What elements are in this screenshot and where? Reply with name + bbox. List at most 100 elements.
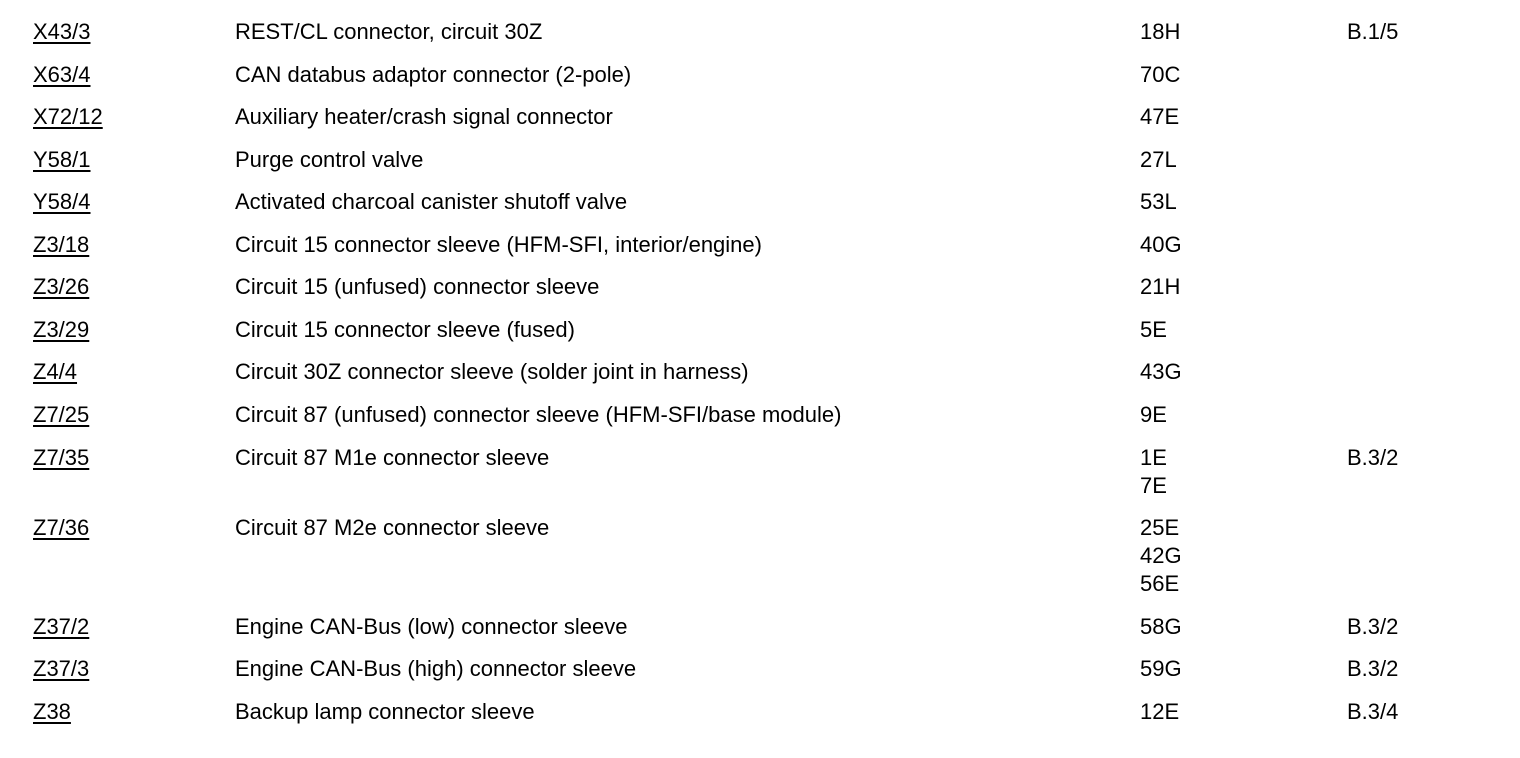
component-description: Purge control valve (235, 146, 424, 172)
grid-coordinate: 42G (1140, 542, 1182, 568)
grid-coordinate: 5E (1140, 316, 1167, 342)
component-code-link[interactable]: X72/12 (33, 104, 103, 129)
component-code-link[interactable]: Z7/25 (33, 401, 90, 427)
component-code-link[interactable]: Y58/1 (33, 146, 91, 172)
grid-coordinate: 1E (1140, 444, 1167, 470)
component-code-cell: Y58/4 (0, 188, 235, 216)
grid-coordinates-cell: 12E (1140, 698, 1347, 726)
component-code-cell: Z7/36 (0, 514, 235, 542)
component-code-cell: Z37/2 (0, 613, 235, 641)
component-code-cell: Z3/26 (0, 273, 235, 301)
component-code-link[interactable]: Z7/36 (33, 514, 90, 540)
diagram-reference: B.3/2 (1347, 656, 1399, 681)
diagram-reference: B.3/2 (1347, 444, 1399, 470)
grid-coordinate: 70C (1140, 61, 1181, 87)
component-description: Circuit 15 connector sleeve (fused) (235, 316, 575, 342)
grid-coordinates-cell: 53L (1140, 188, 1347, 216)
component-code-link[interactable]: Z3/18 (33, 231, 90, 257)
grid-coordinate: 56E (1140, 570, 1180, 596)
component-description: CAN databus adaptor connector (2-pole) (235, 61, 632, 87)
component-description: Activated charcoal canister shutoff valv… (235, 189, 628, 214)
component-description: Engine CAN-Bus (high) connector sleeve (235, 656, 637, 681)
grid-coordinate: 59G (1140, 656, 1182, 681)
component-code-link[interactable]: Z37/3 (33, 656, 90, 681)
grid-coordinate: 25E (1140, 514, 1180, 540)
component-code-link[interactable]: Y58/4 (33, 189, 91, 214)
legend-row: Z37/3 Engine CAN-Bus (high) connector sle… (0, 655, 1520, 698)
grid-coordinates-cell: 21H (1140, 273, 1347, 301)
component-code-cell: Z3/29 (0, 316, 235, 344)
diagram-reference: B.3/4 (1347, 698, 1399, 724)
grid-coordinate: 27L (1140, 146, 1177, 172)
grid-coordinate: 7E (1140, 472, 1167, 498)
component-code-cell: Z7/35 (0, 444, 235, 472)
component-description: Auxiliary heater/crash signal connector (235, 104, 613, 129)
grid-coordinate: 58G (1140, 613, 1182, 639)
grid-coordinates-cell: 9E (1140, 401, 1347, 429)
component-description: Circuit 87 M1e connector sleeve (235, 444, 550, 470)
legend-row: Y58/1 Purge control valve 27L (0, 146, 1520, 189)
component-code-link[interactable]: Z7/35 (33, 444, 90, 470)
grid-coordinate: 47E (1140, 104, 1180, 129)
diagram-reference: B.1/5 (1347, 19, 1399, 44)
legend-row: X63/4 CAN databus adaptor connector (2-po… (0, 61, 1520, 104)
component-description: Circuit 30Z connector sleeve (solder joi… (235, 359, 749, 384)
grid-coordinates-cell: 58G (1140, 613, 1347, 641)
component-description: Circuit 87 (unfused) connector sleeve (H… (235, 401, 842, 427)
component-code-cell: Z4/4 (0, 358, 235, 386)
legend-rows: X43/3 REST/CL connector, circuit 30Z 18H B.… (0, 18, 1520, 740)
grid-coordinates-cell: 59G (1140, 655, 1347, 683)
legend-row: Z38 Backup lamp connector sleeve 12E B.3/4 (0, 698, 1520, 741)
grid-coordinates-cell: 5E (1140, 316, 1347, 344)
legend-row: X72/12 Auxiliary heater/crash signal conn… (0, 103, 1520, 146)
component-code-cell: Z7/25 (0, 401, 235, 429)
legend-row: Z37/2 Engine CAN-Bus (low) connector slee… (0, 613, 1520, 656)
grid-coordinate: 18H (1140, 19, 1181, 44)
component-code-link[interactable]: Z3/26 (33, 274, 90, 299)
component-code-cell: Z37/3 (0, 655, 235, 683)
component-code-cell: X43/3 (0, 18, 235, 46)
grid-coordinates-cell: 18H (1140, 18, 1347, 46)
legend-row: Y58/4 Activated charcoal canister shutoff… (0, 188, 1520, 231)
grid-coordinates-cell: 43G (1140, 358, 1347, 386)
component-code-link[interactable]: X43/3 (33, 19, 91, 44)
legend-row: Z3/18 Circuit 15 connector sleeve (HFM-SF… (0, 231, 1520, 274)
legend-row: Z7/25 Circuit 87 (unfused) connector slee… (0, 401, 1520, 444)
grid-coordinates-cell: 70C (1140, 61, 1347, 89)
component-description: REST/CL connector, circuit 30Z (235, 19, 543, 44)
component-code-cell: X63/4 (0, 61, 235, 89)
component-code-link[interactable]: Z3/29 (33, 316, 90, 342)
diagram-reference: B.3/2 (1347, 613, 1399, 639)
legend-row: Z3/26 Circuit 15 (unfused) connector slee… (0, 273, 1520, 316)
component-code-cell: Y58/1 (0, 146, 235, 174)
component-code-cell: Z3/18 (0, 231, 235, 259)
grid-coordinate: 12E (1140, 698, 1180, 724)
grid-coordinate: 53L (1140, 189, 1177, 214)
legend-row: X43/3 REST/CL connector, circuit 30Z 18H B.… (0, 18, 1520, 61)
grid-coordinates-cell: 47E (1140, 103, 1347, 131)
component-description: Circuit 15 (unfused) connector sleeve (235, 274, 600, 299)
grid-coordinate: 9E (1140, 401, 1167, 427)
component-description: Circuit 87 M2e connector sleeve (235, 514, 550, 540)
legend-row: Z3/29 Circuit 15 connector sleeve (fused)… (0, 316, 1520, 359)
component-description: Circuit 15 connector sleeve (HFM-SFI, in… (235, 231, 762, 257)
component-code-link[interactable]: Z38 (33, 698, 71, 724)
grid-coordinates-cell: 27L (1140, 146, 1347, 174)
component-description: Engine CAN-Bus (low) connector sleeve (235, 613, 628, 639)
grid-coordinates-cell: 40G (1140, 231, 1347, 259)
component-code-link[interactable]: Z4/4 (33, 359, 78, 384)
component-code-cell: X72/12 (0, 103, 235, 131)
grid-coordinate: 21H (1140, 274, 1181, 299)
component-code-link[interactable]: X63/4 (33, 61, 91, 87)
component-code-cell: Z38 (0, 698, 235, 726)
component-code-link[interactable]: Z37/2 (33, 613, 90, 639)
component-legend-table: X43/3 REST/CL connector, circuit 30Z 18H B.… (0, 18, 1520, 740)
legend-row: Z4/4 Circuit 30Z connector sleeve (solder… (0, 358, 1520, 401)
component-description: Backup lamp connector sleeve (235, 698, 535, 724)
grid-coordinate: 43G (1140, 359, 1182, 384)
grid-coordinate: 40G (1140, 231, 1182, 257)
